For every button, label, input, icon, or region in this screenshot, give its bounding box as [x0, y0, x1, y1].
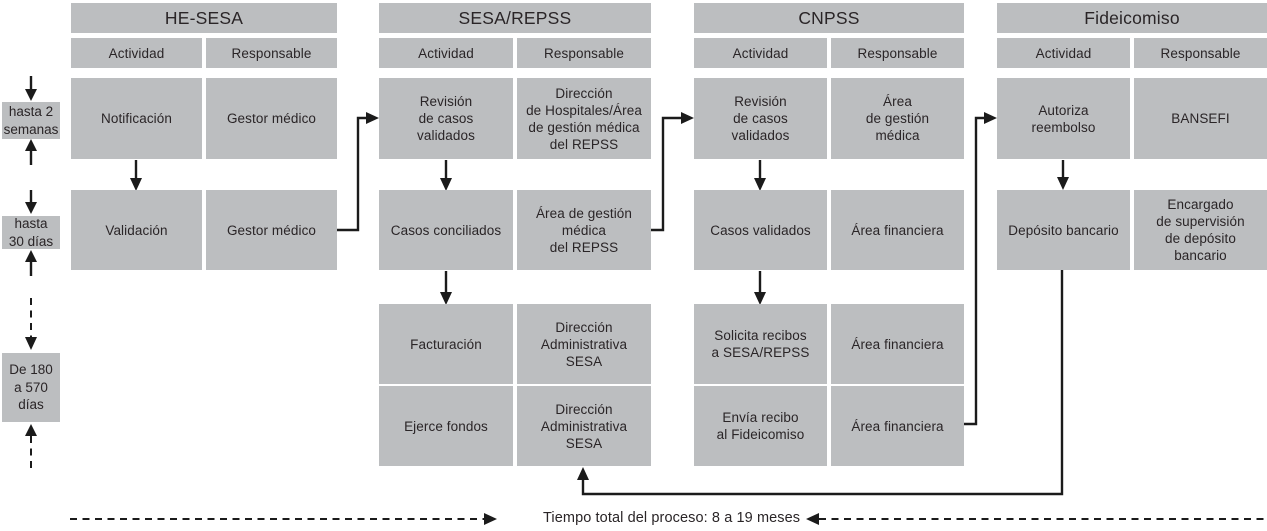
sesarepss-responsable-area-gestion-medica: Área de gestión médica del REPSS [517, 190, 651, 270]
fideicomiso-header-actividad: Actividad [997, 38, 1130, 68]
sesarepss-header-actividad: Actividad [379, 38, 513, 68]
fideicomiso-responsable-bansefi: BANSEFI [1134, 78, 1267, 159]
cnpss-title: CNPSS [694, 3, 964, 33]
fideicomiso-activity-autoriza-reembolso: Autoriza reembolso [997, 78, 1130, 159]
cnpss-activity-casos-validados: Casos validados [694, 190, 827, 270]
duration-label-hasta-30-dias: hasta 30 días [2, 216, 60, 249]
sesarepss-responsable-direccion-administrativa-2: Dirección Administrativa SESA [517, 386, 651, 466]
fideicomiso-responsable-encargado-supervision: Encargado de supervisión de depósito ban… [1134, 190, 1267, 270]
connector-cnpss-to-fideicomiso [964, 112, 997, 426]
sesarepss-activity-casos-conciliados: Casos conciliados [379, 190, 513, 270]
sesarepss-activity-revision-casos: Revisión de casos validados [379, 78, 513, 159]
sesarepss-responsable-direccion-hospitales: Dirección de Hospitales/Área de gestión … [517, 78, 651, 159]
hesesa-header-actividad: Actividad [71, 38, 202, 68]
cnpss-responsable-area-financiera-3: Área financiera [831, 386, 964, 466]
hesesa-header-responsable: Responsable [206, 38, 337, 68]
sesarepss-responsable-direccion-administrativa-1: Dirección Administrativa SESA [517, 304, 651, 384]
fideicomiso-title: Fideicomiso [997, 3, 1267, 33]
cnpss-activity-solicita-recibos: Solicita recibos a SESA/REPSS [694, 304, 827, 384]
hesesa-title: HE-SESA [71, 3, 337, 33]
total-process-time-label: Tiempo total del proceso: 8 a 19 meses [543, 510, 801, 526]
cnpss-responsable-area-gestion-medica: Área de gestión médica [831, 78, 964, 159]
connector-hesesa-to-sesarepss [337, 112, 379, 232]
sesarepss-title: SESA/REPSS [379, 3, 651, 33]
hesesa-activity-notificacion: Notificación [71, 78, 202, 159]
hesesa-responsable-gestor-medico-1: Gestor médico [206, 78, 337, 159]
fideicomiso-header-responsable: Responsable [1134, 38, 1267, 68]
sesarepss-activity-facturacion: Facturación [379, 304, 513, 384]
cnpss-header-actividad: Actividad [694, 38, 827, 68]
sesarepss-header-responsable: Responsable [517, 38, 651, 68]
cnpss-responsable-area-financiera-2: Área financiera [831, 304, 964, 384]
fideicomiso-activity-deposito-bancario: Depósito bancario [997, 190, 1130, 270]
cnpss-activity-revision-casos: Revisión de casos validados [694, 78, 827, 159]
sesarepss-activity-ejerce-fondos: Ejerce fondos [379, 386, 513, 466]
hesesa-activity-validacion: Validación [71, 190, 202, 270]
duration-label-de-180-a-570-dias: De 180 a 570 días [2, 353, 60, 422]
cnpss-header-responsable: Responsable [831, 38, 964, 68]
hesesa-responsable-gestor-medico-2: Gestor médico [206, 190, 337, 270]
cnpss-activity-envia-recibo: Envía recibo al Fideicomiso [694, 386, 827, 466]
duration-label-hasta-2-semanas: hasta 2 semanas [2, 102, 60, 139]
connector-sesarepss-to-cnpss [651, 112, 694, 232]
cnpss-responsable-area-financiera-1: Área financiera [831, 190, 964, 270]
